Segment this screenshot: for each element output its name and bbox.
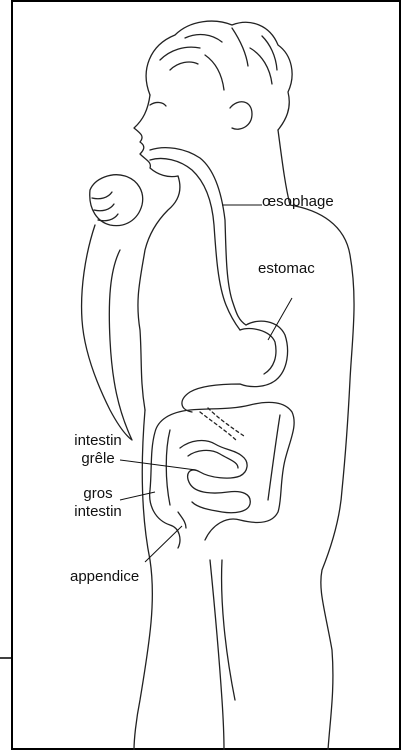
leader-appendice — [145, 526, 182, 562]
label-gros-intestin-line2: intestin — [64, 503, 132, 521]
stomach-outline — [182, 321, 288, 412]
child-arm — [82, 225, 132, 440]
child-hair-strands — [160, 28, 277, 90]
image-frame — [12, 1, 400, 749]
oesophagus-outer — [150, 148, 246, 325]
child-legs — [134, 410, 235, 750]
oesophagus-inner — [150, 158, 240, 330]
label-gros-intestin: gros intestin — [64, 485, 132, 521]
label-intestin-grele-line2: grêle — [64, 450, 132, 468]
child-eye — [150, 102, 166, 106]
small-intestine-inner — [188, 450, 238, 468]
label-estomac: estomac — [258, 260, 315, 278]
child-chest — [138, 176, 180, 410]
child-hand-biscuit — [90, 175, 143, 226]
child-face — [134, 95, 178, 177]
child-back — [278, 130, 354, 750]
appendix — [178, 512, 186, 528]
label-oesophage: œsophage — [262, 193, 334, 211]
leader-estomac — [268, 298, 292, 340]
large-intestine-inner — [166, 415, 280, 505]
child-ear — [230, 102, 252, 129]
label-intestin-grele: intestin grêle — [64, 432, 132, 468]
label-intestin-grele-line1: intestin — [64, 432, 132, 450]
label-gros-intestin-line1: gros — [64, 485, 132, 503]
label-appendice: appendice — [70, 568, 139, 586]
duodenum-dashed — [200, 408, 244, 440]
large-intestine — [150, 402, 294, 548]
